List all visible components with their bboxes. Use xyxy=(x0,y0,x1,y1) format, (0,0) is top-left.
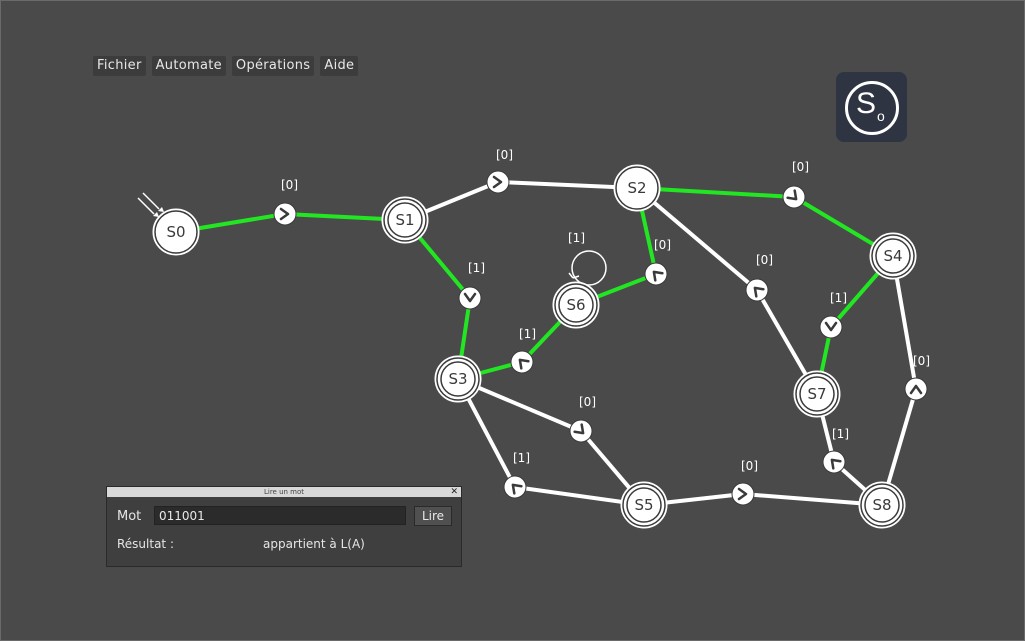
direction-arrow-icon xyxy=(492,175,503,189)
transition-marker[interactable] xyxy=(904,377,928,401)
transition-label: [0] xyxy=(579,395,596,409)
direction-arrow-icon xyxy=(824,321,838,332)
transition-label: [1] xyxy=(519,327,536,341)
transition-label: [1] xyxy=(513,451,530,465)
result-label: Résultat : xyxy=(117,537,174,551)
self-loop-S6[interactable] xyxy=(571,250,607,286)
state-s8[interactable]: S8 xyxy=(858,481,906,529)
direction-arrow-icon xyxy=(511,483,523,495)
transition-label: [0] xyxy=(756,253,773,267)
result-value: appartient à L(A) xyxy=(263,537,365,551)
word-input[interactable] xyxy=(154,506,406,525)
transition-edge-S3-S5-1[interactable] xyxy=(456,377,646,507)
state-s7[interactable]: S7 xyxy=(793,370,841,418)
state-label: S6 xyxy=(566,296,585,314)
close-icon[interactable]: ✕ xyxy=(450,487,458,497)
state-s2[interactable]: S2 xyxy=(613,164,661,212)
transition-edge-S2-S7[interactable] xyxy=(635,186,819,396)
state-label: S4 xyxy=(883,247,902,265)
state-label: S2 xyxy=(627,179,646,197)
transition-marker[interactable] xyxy=(782,185,806,209)
direction-arrow-icon xyxy=(518,358,530,370)
direction-arrow-icon xyxy=(786,189,798,201)
transition-label: [1] xyxy=(830,291,847,305)
transition-marker[interactable] xyxy=(569,419,593,443)
state-s0[interactable]: S0 xyxy=(152,208,200,256)
transition-edge-S3-S5-0[interactable] xyxy=(456,377,646,507)
state-s3[interactable]: S3 xyxy=(434,355,482,403)
transition-edge-S5-S8[interactable] xyxy=(642,492,884,507)
menu-fichier[interactable]: Fichier xyxy=(93,56,146,76)
transition-marker[interactable] xyxy=(745,278,769,302)
transition-marker[interactable] xyxy=(822,450,846,474)
menu-operations[interactable]: Opérations xyxy=(231,56,315,76)
state-label: S8 xyxy=(872,496,891,514)
initial-arrow-icon xyxy=(137,192,164,217)
direction-arrow-icon xyxy=(753,286,765,298)
menu-aide[interactable]: Aide xyxy=(320,56,359,76)
transition-label: [0] xyxy=(792,160,809,174)
markers-layer: [0] [0] [1] [0] [0] [0] [1] [1] [0] [1] [1] [0] [1] [… xyxy=(273,148,930,506)
transition-label: [0] xyxy=(913,354,930,368)
transitions-layer xyxy=(174,180,918,507)
transition-marker[interactable] xyxy=(731,482,755,506)
word-label: Mot xyxy=(117,509,142,524)
logo-subscript: o xyxy=(877,108,885,124)
state-label: S1 xyxy=(395,211,414,229)
logo-letter: S xyxy=(856,87,877,120)
direction-arrow-icon xyxy=(652,270,664,282)
direction-arrow-icon xyxy=(909,384,923,395)
direction-arrow-icon xyxy=(463,292,477,303)
read-word-dialog: Lire un mot ✕ Mot Lire Résultat : appart… xyxy=(106,486,462,567)
read-button[interactable]: Lire xyxy=(414,506,452,526)
transition-label: [1] xyxy=(832,427,849,441)
transition-marker[interactable] xyxy=(458,286,482,310)
transition-label: [0] xyxy=(281,178,298,192)
transition-label: [0] xyxy=(496,148,513,162)
state-label: S5 xyxy=(634,496,653,514)
transition-marker[interactable] xyxy=(503,475,527,499)
dialog-title-bar[interactable]: Lire un mot ✕ xyxy=(107,487,461,497)
transition-marker[interactable] xyxy=(486,170,510,194)
direction-arrow-icon xyxy=(279,207,290,221)
menu-bar: Fichier Automate Opérations Aide xyxy=(93,56,359,76)
transition-label: [0] xyxy=(654,238,671,252)
transition-marker[interactable] xyxy=(510,350,534,374)
transition-label: [1] xyxy=(568,231,585,245)
state-label: S0 xyxy=(166,223,185,241)
state-label: S3 xyxy=(448,370,467,388)
transition-marker[interactable] xyxy=(273,202,297,226)
logo-ring xyxy=(845,81,899,135)
self-loop-arrow-icon xyxy=(568,272,580,279)
direction-arrow-icon xyxy=(830,458,842,470)
direction-arrow-icon xyxy=(737,487,748,501)
menu-automate[interactable]: Automate xyxy=(151,56,226,76)
transition-label: [0] xyxy=(741,459,758,473)
state-s5[interactable]: S5 xyxy=(620,481,668,529)
transition-label: [1] xyxy=(468,261,485,275)
dialog-title: Lire un mot xyxy=(263,488,305,496)
app-logo: S o xyxy=(836,72,907,142)
transition-marker[interactable] xyxy=(644,262,668,286)
state-s4[interactable]: S4 xyxy=(869,232,917,280)
transition-edge-S1-S2[interactable] xyxy=(403,180,639,222)
direction-arrow-icon xyxy=(573,423,585,435)
state-s6[interactable]: S6 xyxy=(552,281,600,329)
state-s1[interactable]: S1 xyxy=(381,196,429,244)
transition-marker[interactable] xyxy=(819,315,843,339)
state-label: S7 xyxy=(807,385,826,403)
